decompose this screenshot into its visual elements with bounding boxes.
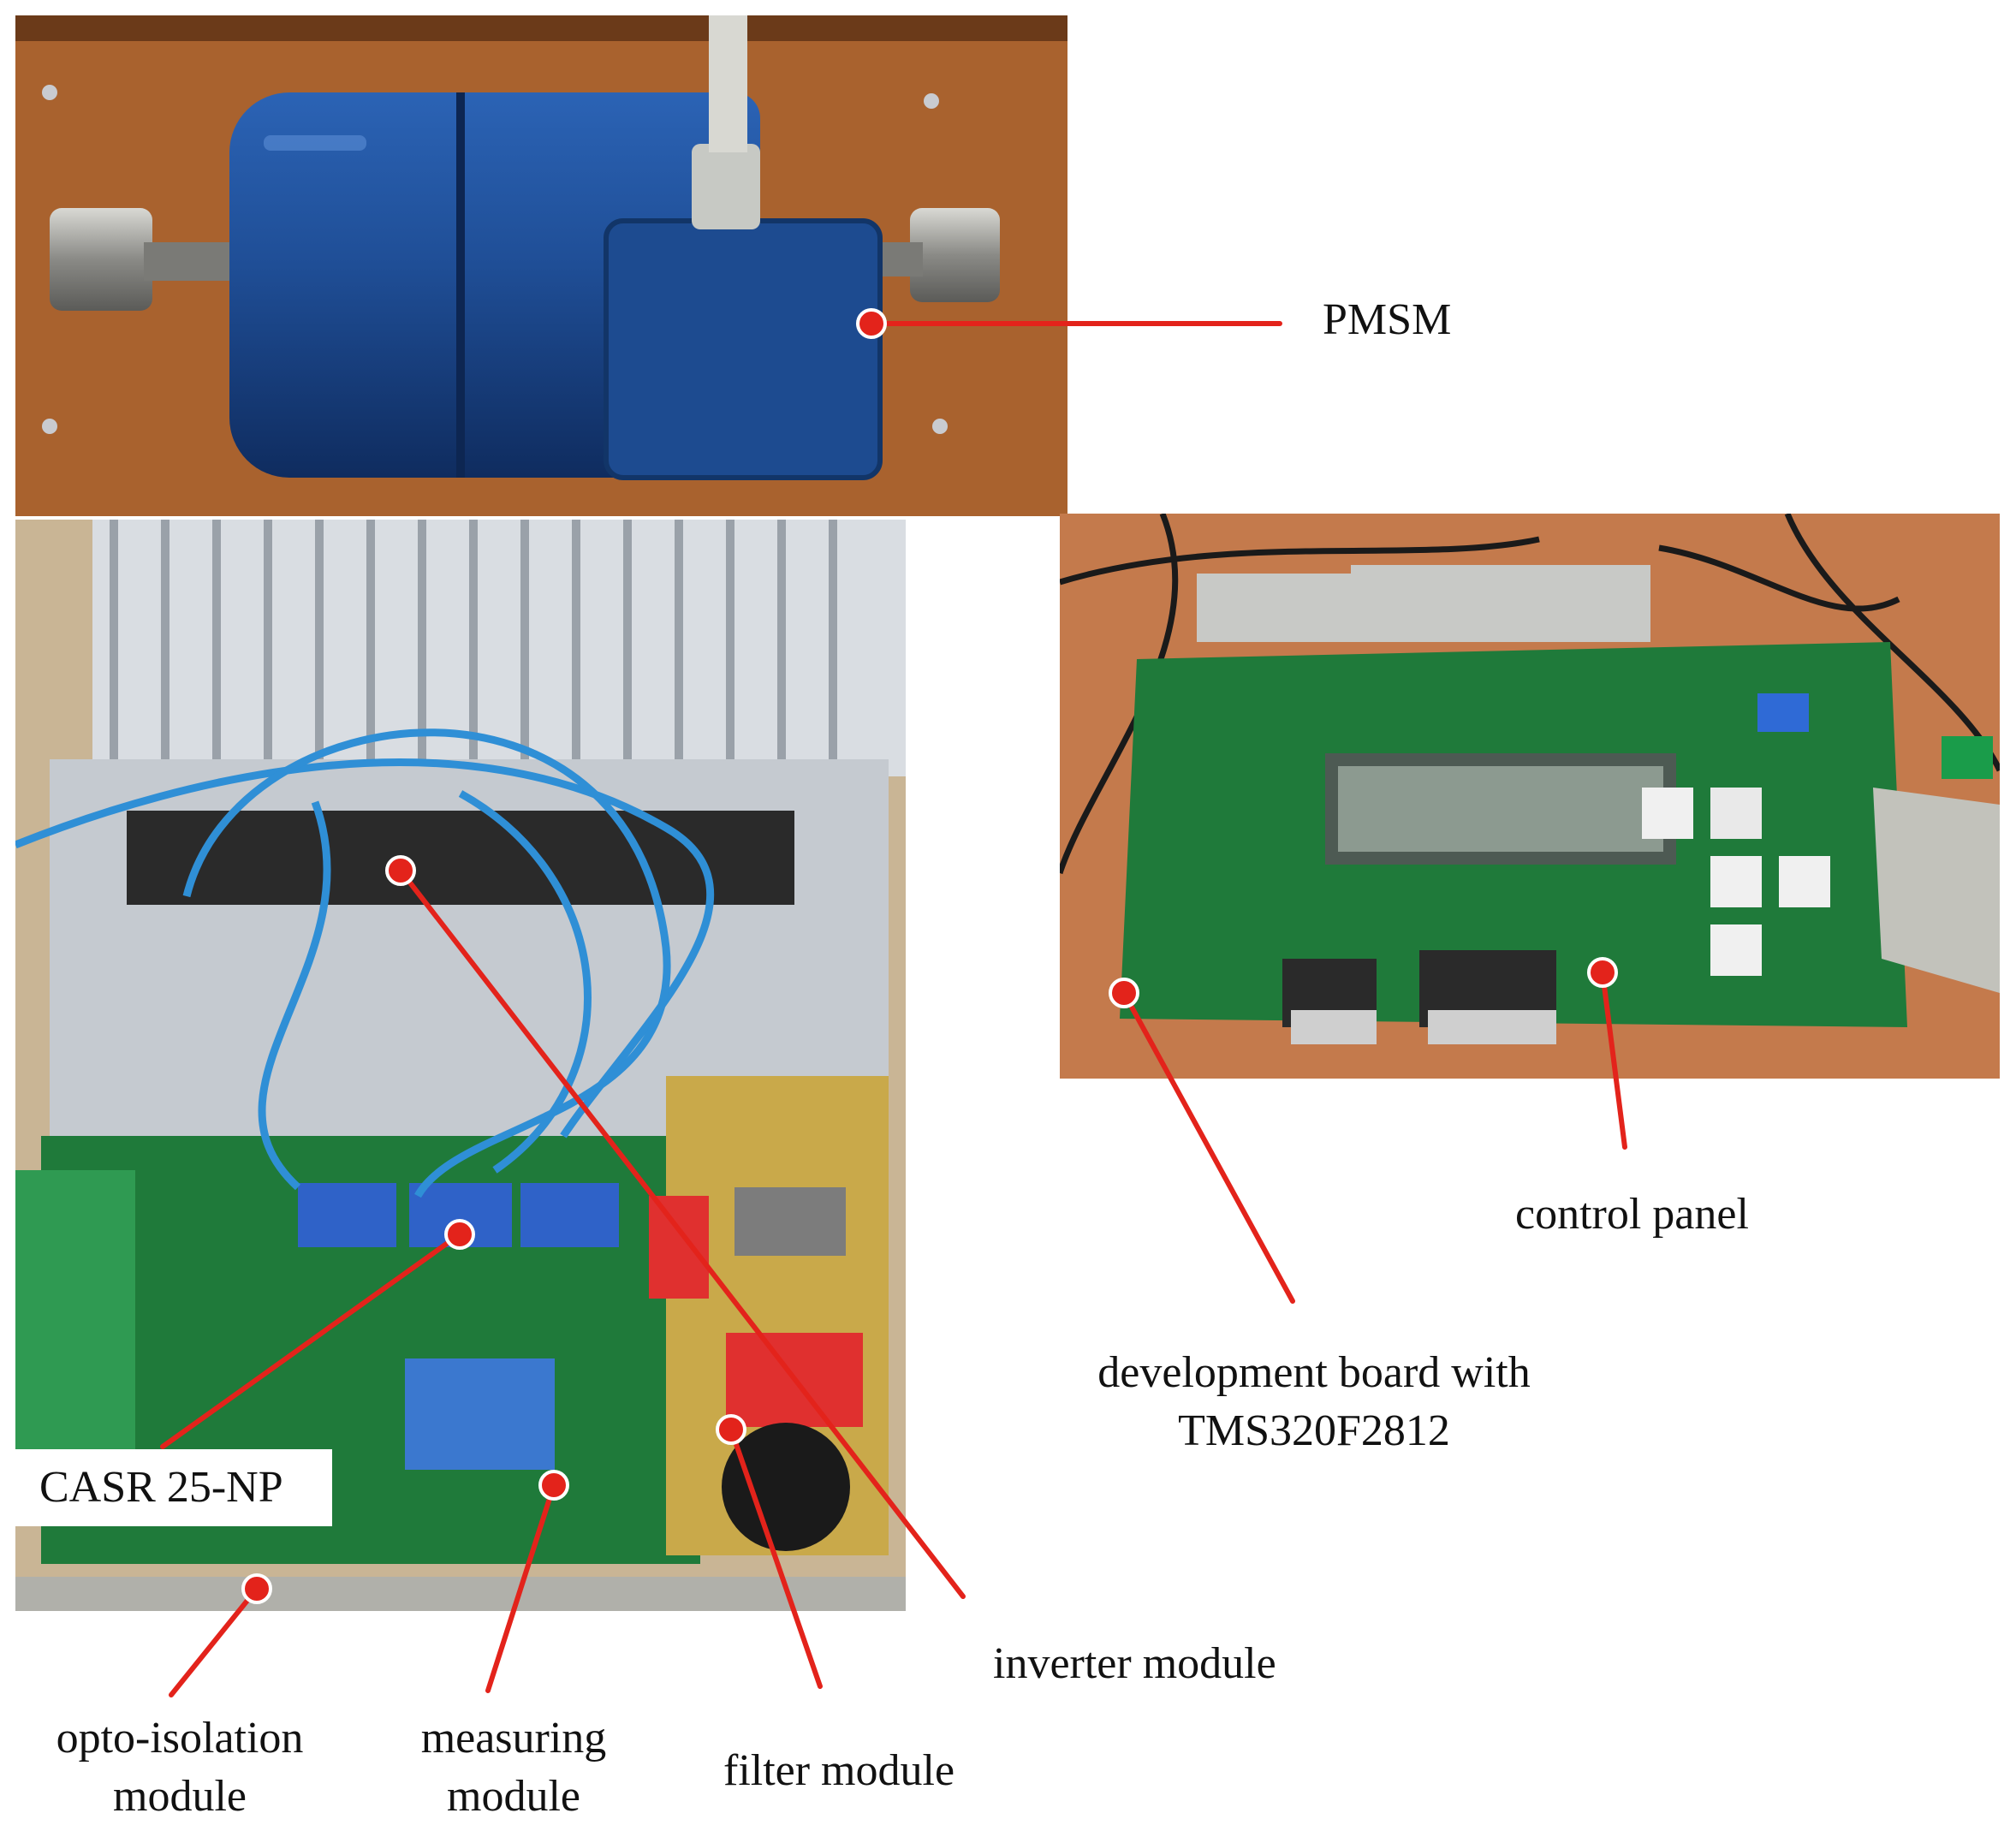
- dev-board-photo: [1060, 514, 2000, 1079]
- inverter-assembly-photo: [15, 520, 906, 1611]
- measuring-label-line1: measuring: [420, 1714, 607, 1763]
- dev-board-label-line2: TMS320F2812: [1178, 1406, 1450, 1455]
- motor-photo: [15, 15, 1067, 516]
- pmsm-label: PMSM: [1323, 295, 1452, 344]
- dev-board-label-line1: development board with: [1097, 1348, 1531, 1397]
- measuring-label-line2: module: [447, 1772, 580, 1821]
- measuring-module-label: measuring module: [411, 1709, 616, 1826]
- control-panel-label: control panel: [1515, 1190, 1749, 1239]
- opto-label-line2: module: [113, 1772, 247, 1821]
- opto-label-line1: opto-isolation: [56, 1714, 304, 1763]
- dev-board-label: development board with TMS320F2812: [1070, 1344, 1558, 1460]
- casr-sensor-label: CASR 25-NP: [15, 1449, 332, 1526]
- inverter-module-label: inverter module: [993, 1639, 1276, 1688]
- opto-isolation-module-label: opto-isolation module: [39, 1709, 321, 1826]
- filter-module-label: filter module: [723, 1746, 955, 1795]
